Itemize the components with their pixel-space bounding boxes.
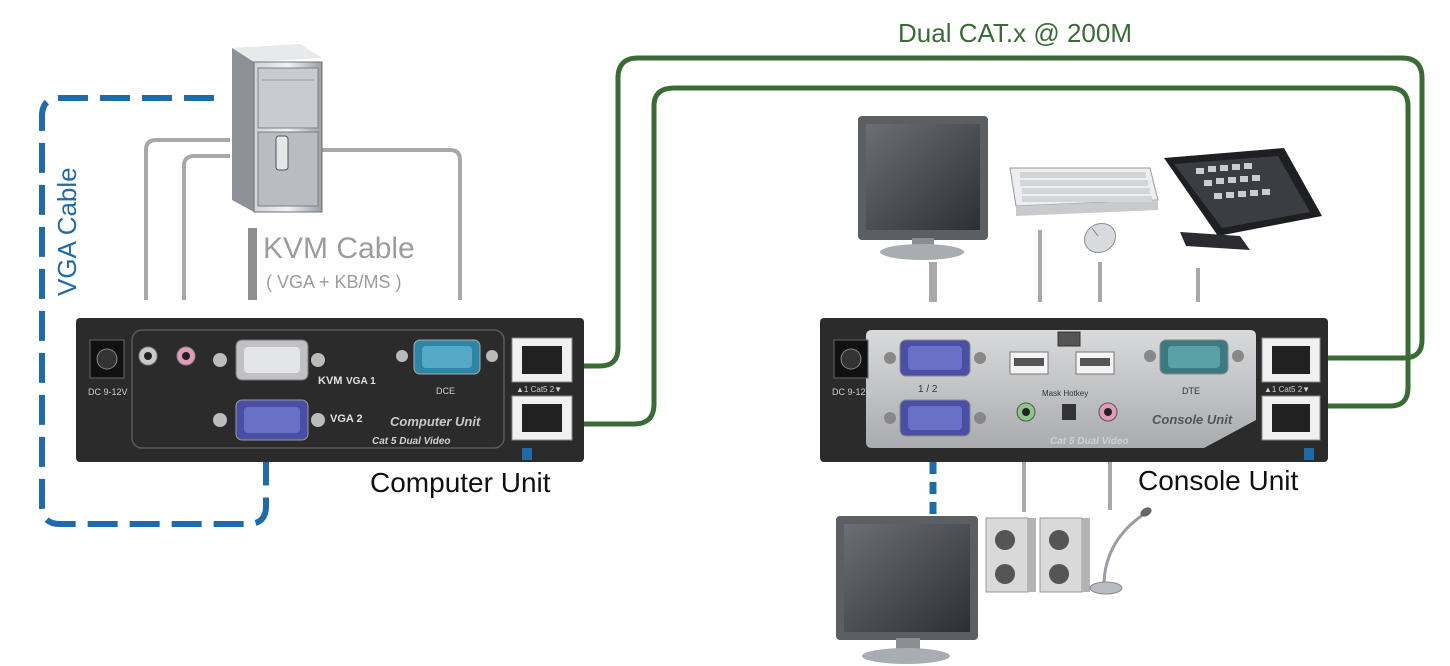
mouse (1083, 222, 1117, 254)
cu-kvm-label: KVM (318, 375, 342, 387)
dual-cat-label: Dual CAT.x @ 200M (898, 18, 1132, 48)
co-vga-switch-label: 1 / 2 (918, 384, 938, 395)
cat-cable-1 (569, 55, 1425, 369)
computer-unit-label: Computer Unit (370, 467, 551, 498)
pc-tower (232, 44, 323, 213)
co-rs232-label: DTE (1182, 386, 1200, 396)
cat-cable-2 (569, 85, 1411, 427)
cu-dc-label: DC 9-12V (88, 387, 128, 397)
console-top-cables (929, 230, 1200, 302)
co-brand-line: Console Unit (1152, 412, 1233, 427)
microphone (1089, 507, 1152, 595)
console-unit-label: Console Unit (1138, 465, 1299, 496)
mask-hotkey-switch (1062, 404, 1076, 420)
kvm-cables (144, 138, 462, 300)
cu-bottom-line: Cat 5 Dual Video (372, 436, 451, 447)
vga-cable-left (39, 95, 269, 527)
vga-cable-label: VGA Cable (52, 167, 82, 296)
touch-panel (1164, 148, 1322, 250)
cu-port-numbers: ▲1 Cat5 2▼ (516, 385, 562, 394)
cu-vga2-label: VGA 2 (330, 413, 363, 425)
keyboard (1009, 167, 1159, 216)
co-dc-label: DC 9-12V (832, 387, 872, 397)
kvm-cable-sub-label: ( VGA + KB/MS ) (266, 272, 402, 292)
console-unit (820, 318, 1328, 462)
co-port-numbers: ▲1 Cat5 2▼ (1264, 385, 1310, 394)
cu-rs232-label: DCE (436, 386, 455, 396)
co-bottom-line: Cat 5 Dual Video (1050, 436, 1129, 447)
computer-unit (76, 318, 584, 462)
cu-vga1-label: VGA 1 (346, 376, 376, 387)
kvm-cable-label: KVM Cable (263, 232, 415, 265)
kvm-cable-bar (248, 228, 257, 300)
console-dc-jack (833, 339, 869, 379)
speakers (985, 517, 1090, 593)
bottom-monitor (836, 516, 978, 664)
cat-cables (569, 55, 1425, 427)
cu-brand-line: Computer Unit (390, 414, 481, 429)
top-monitor (858, 116, 988, 260)
co-hotkey-label: Mask Hotkey (1042, 389, 1088, 398)
